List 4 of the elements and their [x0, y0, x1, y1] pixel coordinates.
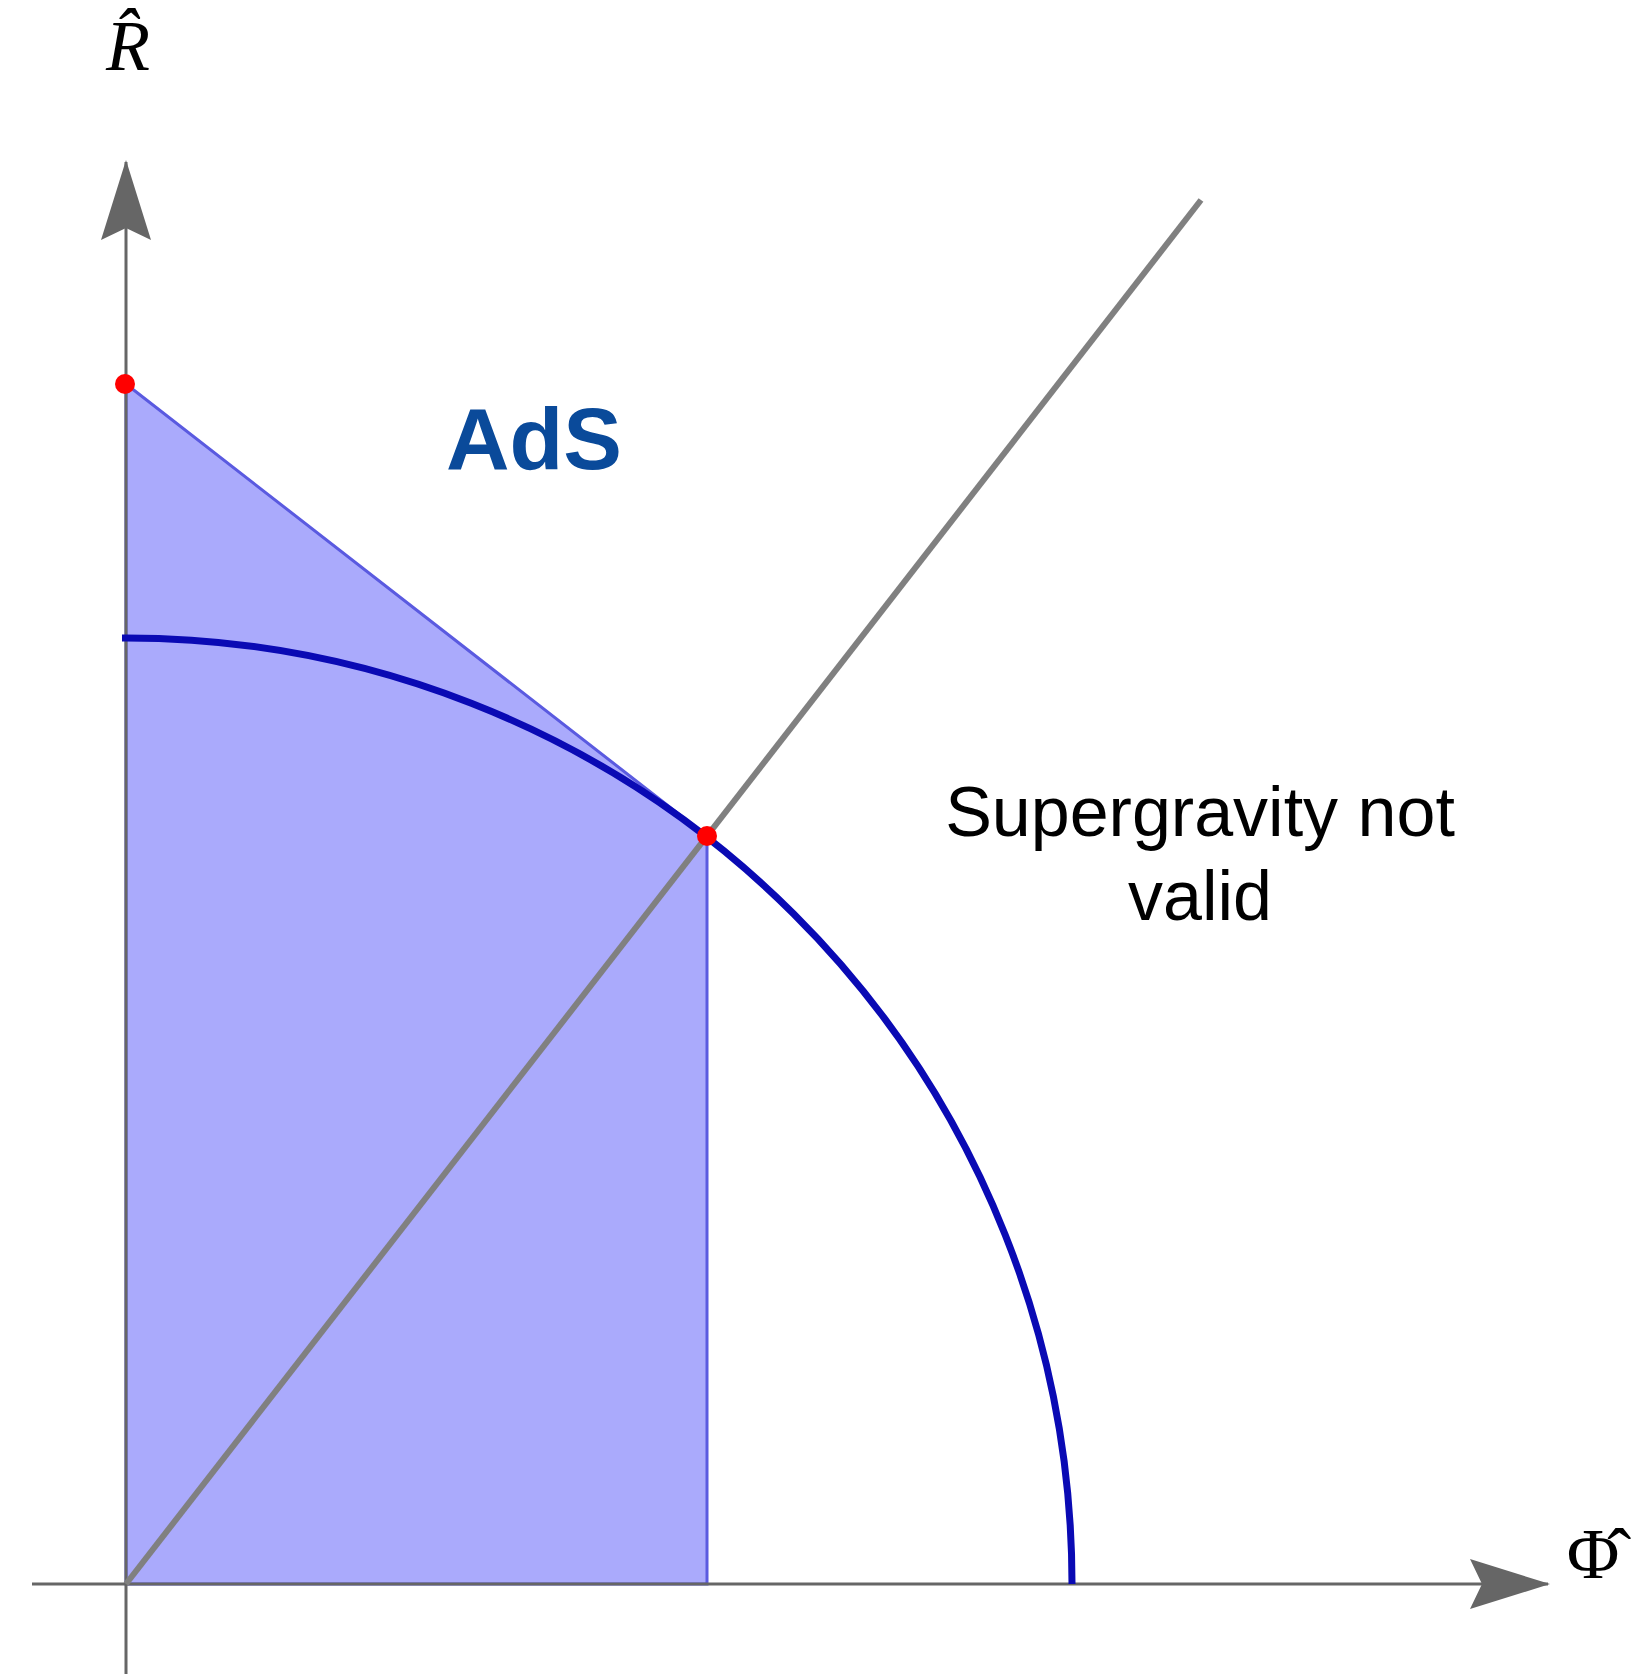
axis-label: R̂ — [104, 10, 151, 82]
region-label: AdS — [445, 395, 623, 483]
axis-label: Φ̂ — [1548, 1518, 1638, 1590]
region-label: Supergravity not valid — [944, 772, 1456, 937]
